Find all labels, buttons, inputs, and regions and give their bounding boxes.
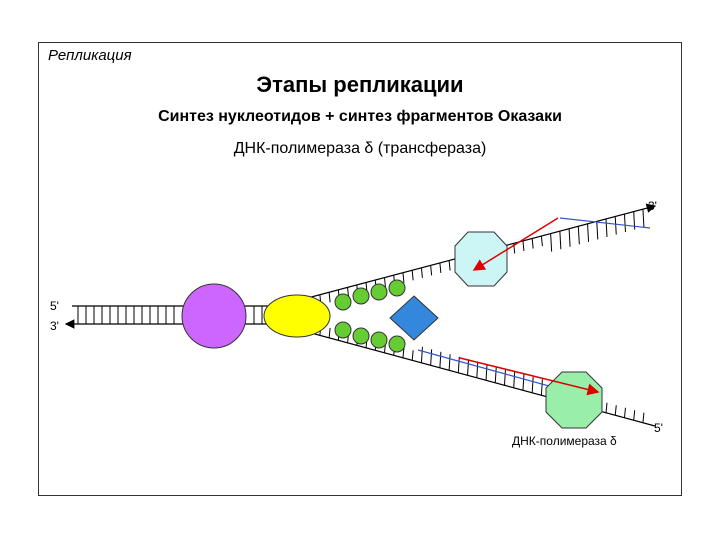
green-bead: [353, 288, 369, 304]
nucleotide-tick: [329, 328, 330, 338]
left-5prime-label: 5': [50, 299, 59, 313]
nucleotide-tick: [421, 347, 422, 363]
nucleotide-tick: [588, 224, 589, 242]
nucleotide-tick: [523, 374, 524, 390]
left-3prime-label: 3': [50, 319, 59, 333]
nucleotide-tick: [624, 408, 625, 418]
nucleotide-tick: [643, 209, 644, 227]
yellow-protein-ellipse: [264, 295, 330, 337]
nucleotide-tick: [634, 410, 635, 420]
nucleotide-tick: [449, 354, 450, 370]
nucleotide-tick: [477, 362, 478, 378]
nucleotide-tick: [523, 241, 524, 251]
nucleotide-tick: [643, 413, 644, 423]
upper-polymerase-hexagon: [455, 232, 507, 286]
purple-protein-circle: [182, 284, 246, 348]
green-bead: [335, 322, 351, 338]
nucleotide-tick: [504, 369, 505, 385]
nucleotide-tick: [606, 219, 607, 237]
nucleotide-tick: [412, 350, 413, 360]
blue-diamond-protein: [390, 296, 438, 340]
nucleotide-tick: [551, 234, 552, 252]
lower-5prime-label: 5': [654, 421, 663, 435]
nucleotide-tick: [329, 292, 330, 302]
green-bead: [389, 336, 405, 352]
green-bead: [371, 284, 387, 300]
nucleotide-tick: [532, 377, 533, 393]
green-bead: [371, 332, 387, 348]
nucleotide-tick: [431, 349, 432, 365]
nucleotide-tick: [560, 231, 561, 249]
nucleotide-tick: [615, 405, 616, 415]
nucleotide-tick: [440, 352, 441, 368]
nucleotide-tick: [597, 221, 598, 239]
nucleotide-tick: [624, 214, 625, 232]
nucleotide-tick: [403, 273, 404, 283]
nucleotide-tick: [412, 270, 413, 280]
nucleotide-tick: [615, 217, 616, 235]
nucleotide-tick: [569, 229, 570, 247]
nucleotide-tick: [606, 403, 607, 413]
nucleotide-tick: [541, 379, 542, 395]
nucleotide-tick: [495, 367, 496, 383]
polymerase-delta-octagon: [546, 372, 602, 428]
nucleotide-tick: [541, 236, 542, 246]
nucleotide-tick: [486, 364, 487, 380]
nucleotide-tick: [431, 265, 432, 275]
polymerase-delta-caption: ДНК-полимераза δ: [512, 434, 617, 448]
nucleotide-tick: [458, 357, 459, 373]
nucleotide-tick: [449, 261, 450, 271]
nucleotide-tick: [532, 239, 533, 249]
nucleotide-tick: [421, 268, 422, 278]
green-bead: [389, 280, 405, 296]
nucleotide-tick: [468, 359, 469, 375]
green-bead: [335, 294, 351, 310]
nucleotide-tick: [578, 226, 579, 244]
nucleotide-tick: [514, 372, 515, 388]
nucleotide-tick: [634, 212, 635, 230]
upper-3prime-label: 3': [648, 199, 657, 213]
green-bead: [353, 328, 369, 344]
nucleotide-tick: [440, 263, 441, 273]
